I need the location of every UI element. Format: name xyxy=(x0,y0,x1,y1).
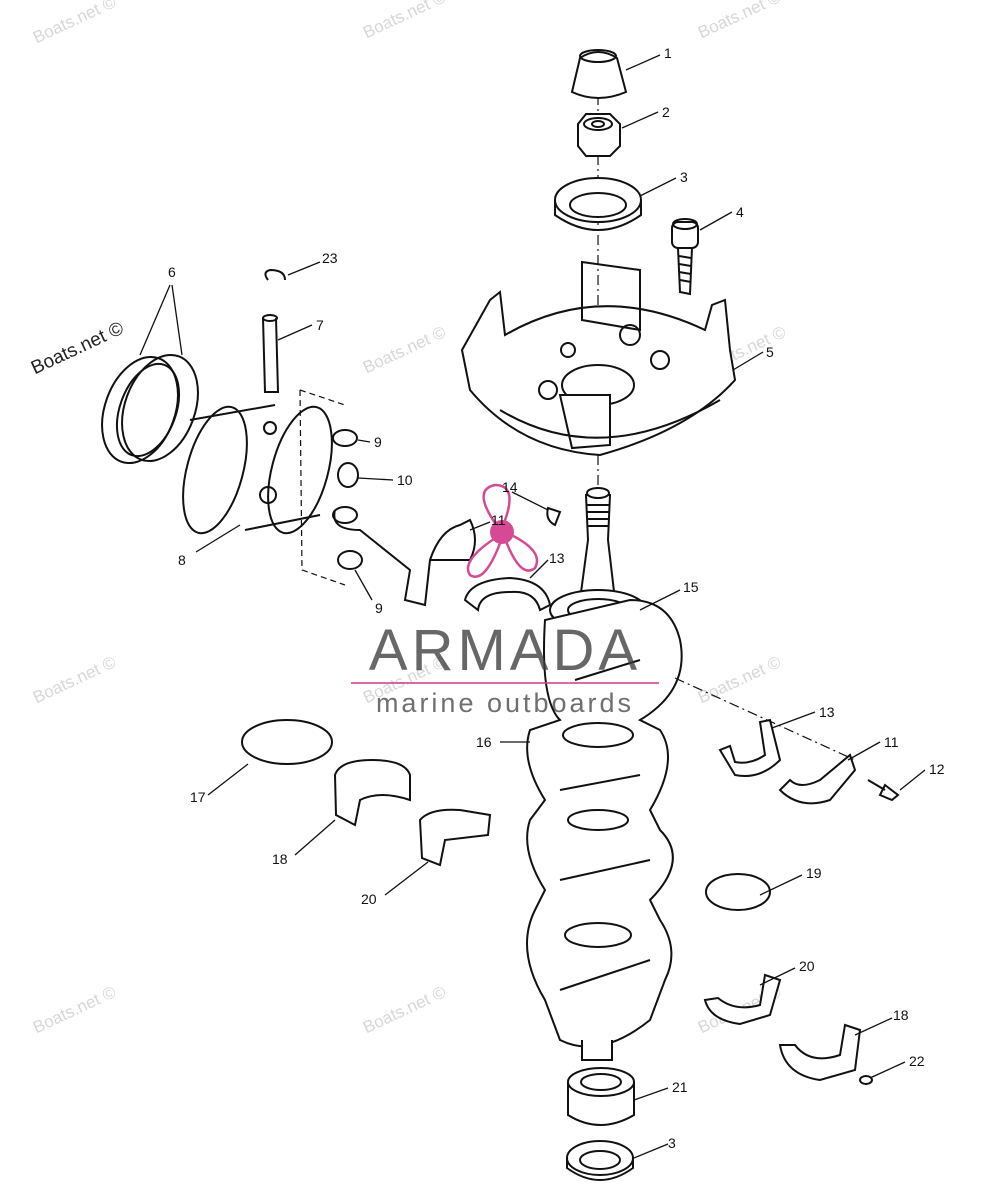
callout-number: 20 xyxy=(799,958,815,974)
part-main-bearing-left xyxy=(333,758,411,827)
part-key xyxy=(546,506,562,527)
callout-number: 3 xyxy=(668,1135,676,1151)
callout-number: 17 xyxy=(190,789,206,805)
callout-number: 13 xyxy=(819,704,835,720)
callout-number: 15 xyxy=(683,579,699,595)
part-ring-right xyxy=(705,873,771,911)
callout-number: 14 xyxy=(502,479,518,495)
callout-number: 6 xyxy=(168,264,176,280)
part-bolt xyxy=(671,218,699,296)
part-clip xyxy=(264,268,286,281)
callout-number: 3 xyxy=(680,169,688,185)
callout-number: 12 xyxy=(929,761,945,777)
callout-number: 19 xyxy=(806,865,822,881)
callout-number: 21 xyxy=(672,1079,688,1095)
part-piston xyxy=(182,404,333,535)
callout-number: 1 xyxy=(664,45,672,61)
part-screw xyxy=(867,779,900,802)
brand-divider xyxy=(351,682,659,684)
brand-logo: ARMADA marine outboards xyxy=(345,622,665,718)
callout-number: 18 xyxy=(893,1007,909,1023)
callout-number: 16 xyxy=(476,734,492,750)
part-retaining-ring xyxy=(241,719,333,765)
propeller-logo-icon xyxy=(466,483,539,578)
part-needle-bearing-lower-right xyxy=(703,973,782,1026)
part-crankshaft xyxy=(526,487,683,1061)
leader-lines xyxy=(139,54,926,1159)
part-roller-bearing xyxy=(567,1067,635,1126)
callout-number: 2 xyxy=(662,104,670,120)
part-seal-bottom xyxy=(566,1140,634,1181)
part-rod-cap xyxy=(778,753,857,805)
callout-number: 11 xyxy=(491,512,506,528)
callout-number: 13 xyxy=(549,550,565,566)
part-connecting-rod xyxy=(332,506,476,607)
callout-number: 9 xyxy=(375,600,383,616)
callout-number: 10 xyxy=(397,472,413,488)
callout-number: 20 xyxy=(361,891,377,907)
part-piston-pin xyxy=(262,314,280,393)
brand-name: ARMADA xyxy=(368,618,642,683)
part-housing xyxy=(460,260,737,457)
part-cap xyxy=(570,49,628,99)
callout-number: 8 xyxy=(178,552,186,568)
part-bearing-washers xyxy=(332,429,363,570)
callout-number: 23 xyxy=(322,250,338,266)
callout-number: 9 xyxy=(374,434,382,450)
callout-number: 5 xyxy=(766,344,774,360)
callout-number: 22 xyxy=(909,1053,925,1069)
part-nut xyxy=(577,113,621,157)
part-needle-bearing-left xyxy=(418,808,492,867)
part-dowel xyxy=(859,1075,873,1085)
callout-number: 11 xyxy=(884,734,899,750)
callout-number: 18 xyxy=(272,851,288,867)
callout-number: 7 xyxy=(316,317,324,333)
brand-tagline: marine outboards xyxy=(375,688,635,718)
callout-number: 4 xyxy=(736,204,744,220)
part-needle-bearing-upper xyxy=(463,576,552,612)
part-seal-top xyxy=(554,177,642,231)
part-needle-bearing-right xyxy=(718,718,782,777)
part-main-bearing-right xyxy=(778,1023,862,1082)
